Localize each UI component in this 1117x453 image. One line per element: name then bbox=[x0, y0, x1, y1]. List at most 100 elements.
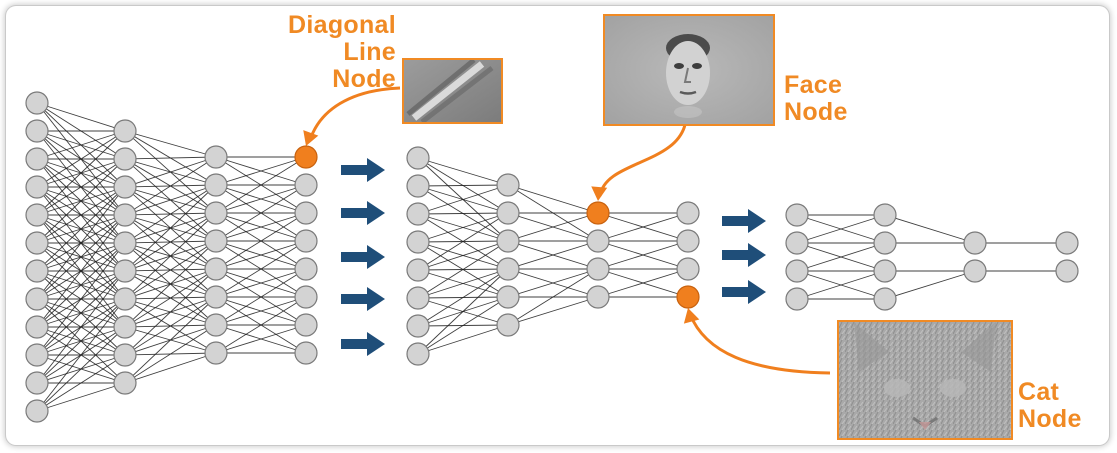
network-node bbox=[963, 259, 987, 283]
network-edge bbox=[884, 214, 976, 244]
callout-connectors bbox=[303, 86, 831, 375]
network-node bbox=[113, 371, 137, 395]
flow-arrow-icon bbox=[341, 287, 385, 311]
network-edge bbox=[417, 212, 509, 215]
network-node bbox=[113, 231, 137, 255]
network-edge bbox=[215, 156, 307, 214]
diagonal-line-thumbnail bbox=[402, 58, 503, 124]
network-edge bbox=[215, 156, 307, 186]
network-edge bbox=[215, 268, 307, 298]
network-edge bbox=[417, 240, 509, 299]
callout-curve bbox=[308, 86, 401, 141]
diagonal-label-line-1: Diagonal bbox=[288, 11, 396, 39]
callout-curve bbox=[598, 119, 688, 197]
network-edge bbox=[417, 212, 509, 271]
network-node bbox=[785, 203, 809, 227]
network-edge bbox=[36, 158, 126, 216]
network-node bbox=[873, 231, 897, 255]
network-edge bbox=[36, 186, 126, 300]
network-node bbox=[873, 259, 897, 283]
network-edge bbox=[215, 296, 307, 354]
face-thumbnail bbox=[603, 14, 775, 126]
network-node bbox=[873, 203, 897, 227]
network-node bbox=[586, 285, 610, 309]
network-edge bbox=[36, 186, 126, 272]
network-node bbox=[963, 231, 987, 255]
network-node bbox=[113, 147, 137, 171]
network-node bbox=[785, 287, 809, 311]
network-edge bbox=[36, 102, 126, 132]
network-node bbox=[496, 257, 520, 281]
callout-arrowhead-icon bbox=[683, 308, 700, 324]
network-edge bbox=[36, 186, 126, 244]
network-node bbox=[294, 229, 318, 253]
network-edge bbox=[215, 324, 307, 354]
network-node bbox=[496, 201, 520, 225]
flow-arrow-icon bbox=[341, 158, 385, 182]
network-edge bbox=[124, 156, 217, 188]
network-node bbox=[204, 173, 228, 197]
network-node bbox=[294, 313, 318, 337]
network-edge bbox=[417, 268, 509, 355]
network-node bbox=[496, 285, 520, 309]
network-edge bbox=[796, 270, 886, 300]
network-node bbox=[406, 146, 430, 170]
network-edge bbox=[215, 184, 307, 242]
flow-arrow-icon bbox=[722, 243, 766, 267]
network-edge bbox=[36, 354, 126, 412]
network-node bbox=[25, 259, 49, 283]
network-edge bbox=[36, 270, 126, 356]
network-node bbox=[25, 343, 49, 367]
network-node bbox=[113, 203, 137, 227]
network-node bbox=[25, 287, 49, 311]
highlighted-node bbox=[294, 145, 318, 169]
network-node bbox=[294, 201, 318, 225]
network-edge bbox=[36, 130, 126, 216]
network-node bbox=[113, 287, 137, 311]
cat-thumbnail bbox=[837, 320, 1013, 440]
face-label-line-2: Node bbox=[784, 98, 848, 126]
network-node bbox=[204, 201, 228, 225]
cat-label-line-1: Cat bbox=[1018, 378, 1060, 406]
network-node bbox=[406, 286, 430, 310]
network-node bbox=[25, 315, 49, 339]
network-node bbox=[873, 287, 897, 311]
network-edge bbox=[417, 184, 509, 187]
network-edge bbox=[124, 324, 217, 384]
network-edge bbox=[124, 184, 217, 216]
network-node bbox=[113, 175, 137, 199]
network-edge bbox=[124, 240, 217, 328]
network-edge bbox=[507, 184, 599, 214]
network-edge bbox=[417, 324, 509, 355]
network-node bbox=[1055, 259, 1079, 283]
network-edge bbox=[215, 240, 307, 270]
network-edge bbox=[215, 184, 307, 214]
network-edge bbox=[36, 242, 126, 356]
highlighted-node bbox=[586, 201, 610, 225]
network-edge bbox=[417, 157, 509, 186]
network-edge bbox=[36, 270, 126, 384]
network-edge bbox=[124, 130, 217, 158]
network-node bbox=[586, 257, 610, 281]
network-edge bbox=[417, 268, 509, 327]
network-edge bbox=[215, 212, 307, 242]
network-node bbox=[204, 229, 228, 253]
network-edge bbox=[597, 240, 689, 270]
callout-arrowhead-icon bbox=[303, 130, 319, 146]
network-edge bbox=[507, 268, 599, 326]
face-node-label: Face Node bbox=[784, 72, 848, 126]
network-edge bbox=[215, 240, 307, 298]
network-edge bbox=[417, 268, 509, 299]
network-edge bbox=[507, 240, 599, 270]
network-node bbox=[204, 145, 228, 169]
network-edge bbox=[124, 184, 217, 272]
network-edge bbox=[36, 214, 126, 328]
network-nodes bbox=[25, 91, 1079, 423]
network-node bbox=[496, 229, 520, 253]
callout-arrowhead-icon bbox=[591, 186, 608, 201]
network-node bbox=[676, 201, 700, 225]
diagonal-label-line-2: Line bbox=[343, 38, 396, 66]
network-node bbox=[25, 399, 49, 423]
network-node bbox=[1055, 231, 1079, 255]
network-node bbox=[785, 259, 809, 283]
